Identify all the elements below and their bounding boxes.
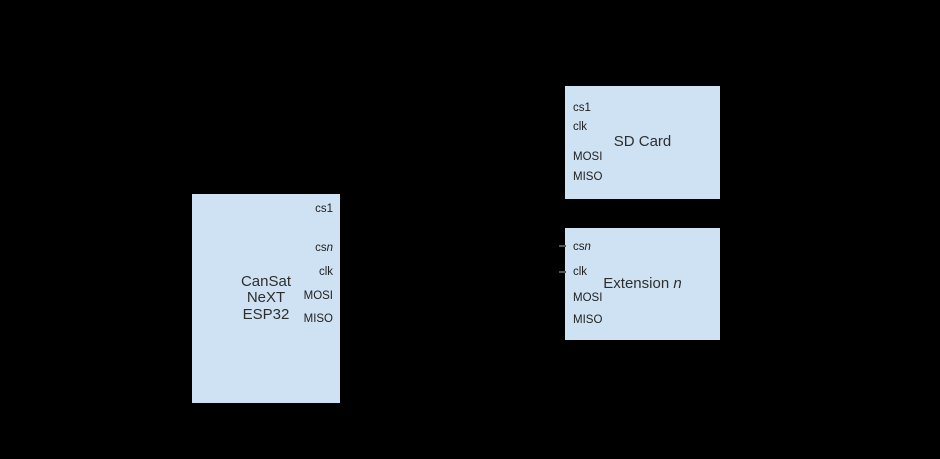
sd-card-pin-clk: clk: [573, 121, 588, 133]
esp32-title-line3: ESP32: [242, 305, 290, 323]
esp32-pin-csn-n: n: [326, 242, 333, 254]
esp32-pin-cs1: cs1: [315, 203, 333, 215]
extension-block: Extension n csn clk MOSI MISO: [565, 228, 720, 340]
extension-pin-miso: MISO: [573, 314, 603, 326]
extension-title: Extension n: [603, 274, 682, 293]
extension-pin-mosi: MOSI: [573, 292, 603, 304]
extension-pin-clk: clk: [573, 266, 588, 278]
esp32-block-title: CanSat NeXT ESP32: [192, 194, 340, 403]
esp32-title-line1: CanSat: [240, 272, 292, 290]
extension-block-title: Extension n: [565, 228, 720, 340]
extension-pin-csn-prefix: cs: [573, 241, 585, 253]
sd-card-pin-cs1: cs1: [573, 102, 591, 114]
extension-pin-csn: csn: [573, 240, 591, 254]
esp32-pin-miso: MISO: [303, 313, 333, 325]
sd-card-pin-miso: MISO: [573, 171, 603, 183]
wire-stub-clk: [559, 271, 566, 273]
sd-card-pin-mosi: MOSI: [573, 151, 603, 163]
esp32-block: CanSat NeXT ESP32 cs1 csn clk MOSI MISO: [192, 194, 340, 403]
esp32-pin-clk: clk: [318, 266, 333, 278]
esp32-title-line2: NeXT: [246, 289, 286, 307]
sd-card-block-title: SD Card: [565, 86, 720, 199]
extension-title-n: n: [673, 274, 682, 292]
esp32-pin-mosi: MOSI: [303, 290, 333, 302]
sd-card-block: SD Card cs1 clk MOSI MISO: [565, 86, 720, 199]
extension-title-prefix: Extension: [603, 274, 674, 292]
esp32-pin-csn-prefix: cs: [315, 242, 327, 254]
extension-pin-csn-n: n: [584, 241, 591, 253]
sd-card-title: SD Card: [613, 133, 672, 151]
esp32-pin-csn: csn: [315, 241, 333, 255]
wire-stub-csn: [559, 245, 566, 247]
